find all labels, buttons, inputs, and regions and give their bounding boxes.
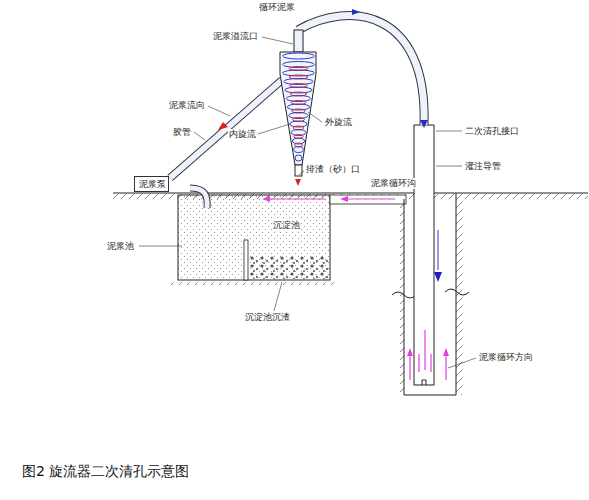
part-label: 泥浆循环沟	[370, 178, 417, 189]
part-label: 沉淀池	[272, 220, 301, 231]
part-label: 泥浆溢流口	[212, 31, 259, 42]
flow-label: 外旋流	[324, 117, 353, 128]
flow-label: 泥浆循环方向	[478, 352, 534, 363]
part-label: 灌注导管	[464, 161, 502, 172]
part-label: 胶管	[172, 127, 192, 138]
pump-box: 泥浆泵	[134, 176, 169, 192]
part-label: 排渣（砂）口	[305, 164, 361, 175]
part-label: 沉淀池沉渣	[244, 312, 291, 323]
figure-caption: 图2 旋流器二次清孔示意图	[22, 463, 189, 480]
part-label: 二次清孔接口	[464, 126, 520, 137]
flow-label: 泥浆流向	[168, 100, 206, 111]
pipe-label: 循环泥浆	[258, 2, 296, 13]
part-label: 泥浆池	[106, 241, 135, 252]
pump-label: 泥浆泵	[139, 179, 164, 190]
flow-label: 内旋流	[228, 129, 257, 140]
